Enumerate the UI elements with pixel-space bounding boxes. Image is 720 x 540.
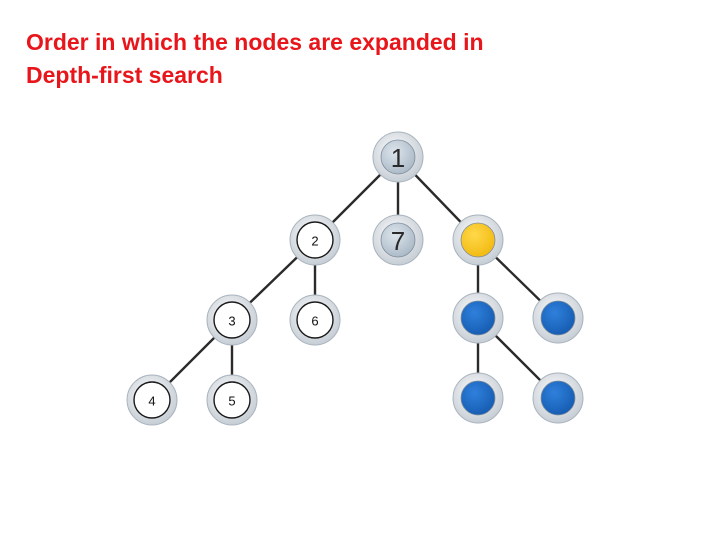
- tree-node-n4: 4: [126, 374, 178, 426]
- node-fill: [380, 139, 416, 175]
- tree-node-n1: 1: [372, 131, 424, 183]
- node-fill: [460, 222, 496, 258]
- node-label: 5: [228, 394, 235, 409]
- node-fill: [213, 301, 251, 339]
- node-label: 3: [228, 314, 235, 329]
- node-fill: [296, 301, 334, 339]
- tree-node-n6: 6: [289, 294, 341, 346]
- tree-node-n8: [452, 214, 504, 266]
- tree-node-n9: [452, 292, 504, 344]
- tree-node-n7: 7: [372, 214, 424, 266]
- title-line-2: Depth-first search: [26, 62, 223, 88]
- node-fill: [213, 381, 251, 419]
- tree-node-n12: [532, 372, 584, 424]
- node-label: 2: [311, 234, 318, 249]
- tree-node-n3: 3: [206, 294, 258, 346]
- tree-edges: [150, 155, 560, 402]
- node-fill: [296, 221, 334, 259]
- tree-node-n5: 5: [206, 374, 258, 426]
- node-fill: [460, 380, 496, 416]
- node-fill: [133, 381, 171, 419]
- node-fill: [540, 300, 576, 336]
- node-label: 1: [391, 143, 405, 173]
- node-fill: [380, 222, 416, 258]
- node-fill: [540, 380, 576, 416]
- node-label: 7: [391, 226, 405, 256]
- tree-node-n11: [452, 372, 504, 424]
- slide-title: Order in which the nodes are expanded in…: [26, 26, 666, 92]
- tree-node-n2: 2: [289, 214, 341, 266]
- node-label: 6: [311, 314, 318, 329]
- node-label: 4: [148, 394, 155, 409]
- tree-nodes: 1 2 7 3 6 4 5: [126, 131, 584, 426]
- tree-node-n10: [532, 292, 584, 344]
- node-fill: [460, 300, 496, 336]
- title-line-1: Order in which the nodes are expanded in: [26, 29, 484, 55]
